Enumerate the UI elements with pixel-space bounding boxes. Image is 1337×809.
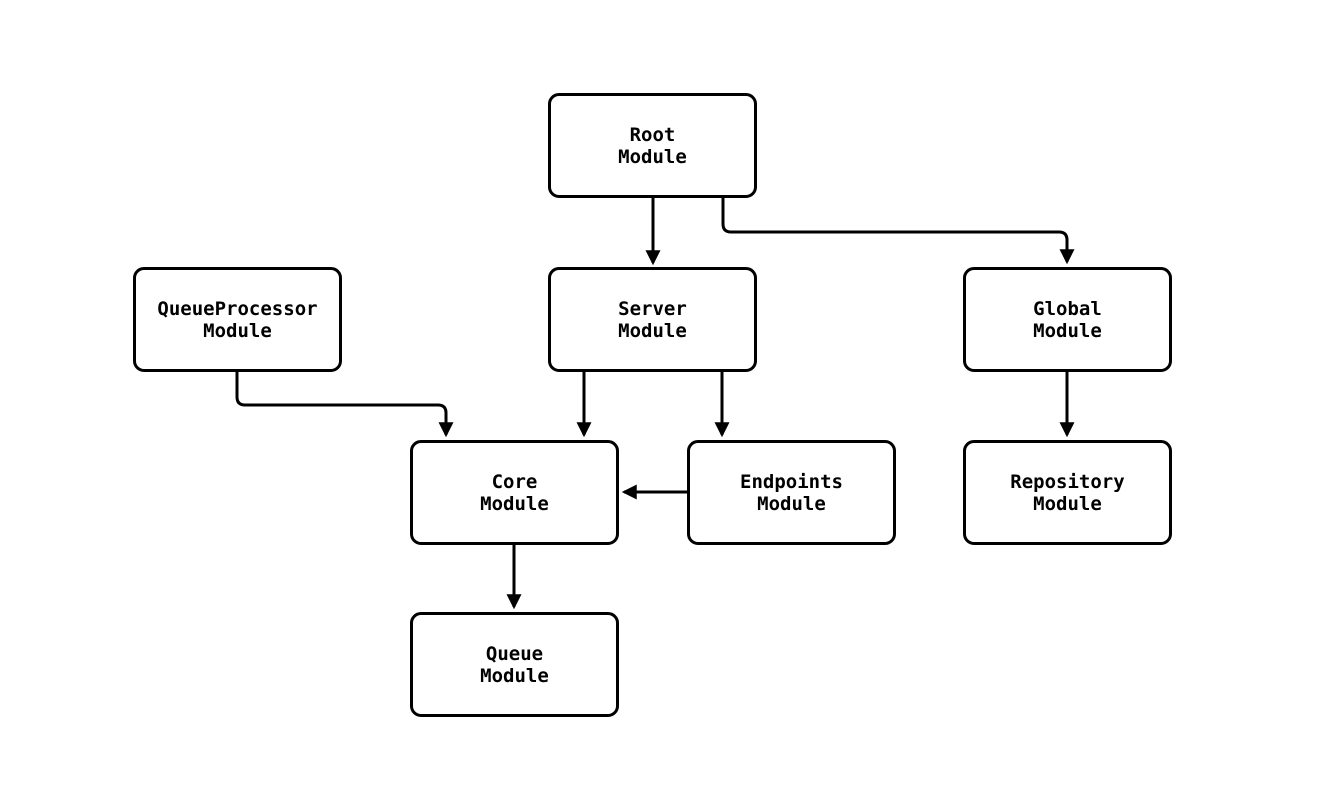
node-label: Server xyxy=(618,297,687,320)
node-label: Core xyxy=(491,470,538,493)
node-label: Module xyxy=(1033,319,1102,342)
node-label: Module xyxy=(618,319,687,342)
node-label: Repository xyxy=(1010,470,1125,493)
node-queueprocessor-module: QueueProcessor Module xyxy=(133,267,342,372)
node-label: QueueProcessor xyxy=(157,297,318,320)
node-label: Endpoints xyxy=(740,470,843,493)
edge-root-to-global xyxy=(721,198,1075,265)
node-label: Module xyxy=(757,492,826,515)
node-queue-module: Queue Module xyxy=(410,612,619,717)
node-label: Module xyxy=(203,319,272,342)
node-global-module: Global Module xyxy=(963,267,1172,372)
node-root-module: Root Module xyxy=(548,93,757,198)
node-endpoints-module: Endpoints Module xyxy=(687,440,896,545)
node-label: Module xyxy=(618,145,687,168)
node-label: Module xyxy=(1033,492,1102,515)
node-label: Queue xyxy=(485,642,544,665)
node-core-module: Core Module xyxy=(410,440,619,545)
node-server-module: Server Module xyxy=(548,267,757,372)
node-repository-module: Repository Module xyxy=(963,440,1172,545)
node-label: Module xyxy=(480,664,549,687)
node-label: Global xyxy=(1033,297,1102,320)
node-label: Module xyxy=(480,492,549,515)
edge-queueprocessor-to-core xyxy=(235,372,454,438)
node-label: Root xyxy=(629,123,676,146)
